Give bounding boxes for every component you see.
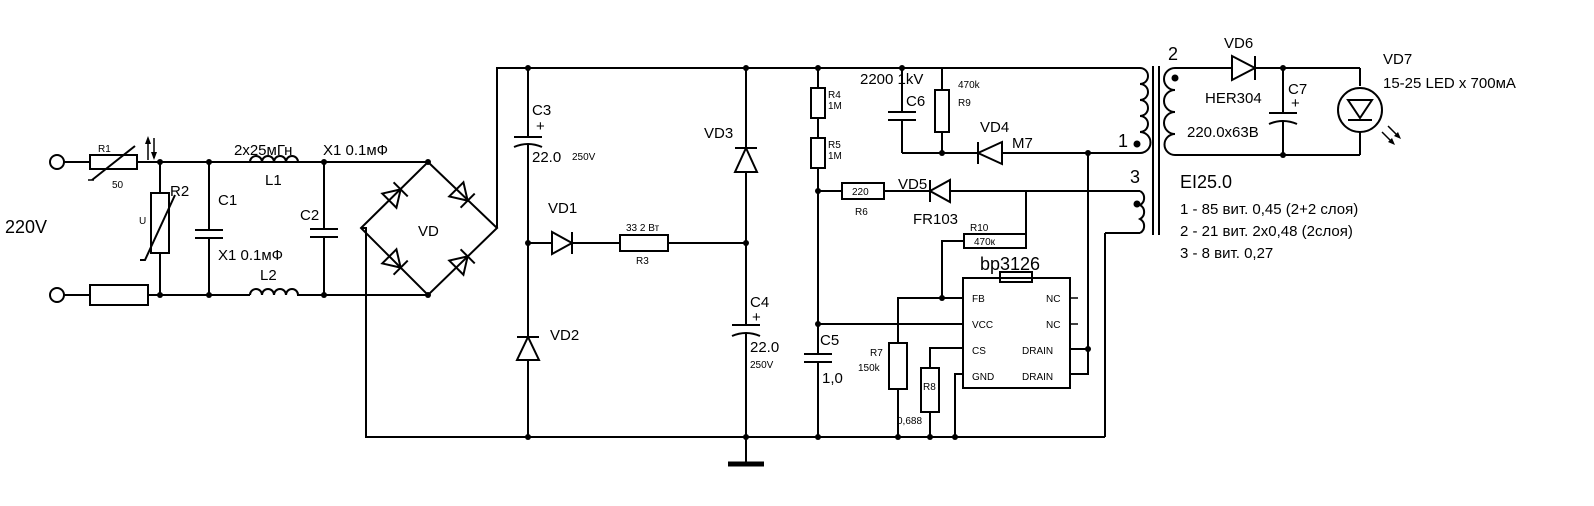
controller-section: R4 1M R5 1M C5 1,0 220 R6 VD5 FR103 R10 … xyxy=(804,65,1140,440)
inductor-l1: 2x25мГн L1 xyxy=(234,142,299,189)
input-terminal-bottom xyxy=(49,287,65,303)
bridge-ref: VD xyxy=(418,223,439,240)
c4-ref: C4 xyxy=(750,294,769,311)
vd4-ref: VD4 xyxy=(980,119,1009,136)
l1-ref: L1 xyxy=(265,172,282,189)
winding-3-label: 3 xyxy=(1130,167,1140,187)
r2-ref: R2 xyxy=(170,183,189,200)
inductor-l2: L2 xyxy=(249,267,299,296)
r1-ref: R1 xyxy=(98,144,111,155)
c4-plus: + xyxy=(752,309,761,326)
r10-value: 470к xyxy=(974,237,996,248)
vd1-ref: VD1 xyxy=(548,200,577,217)
c1-ref: C1 xyxy=(218,192,237,209)
transformer: 1 2 3 EI25.0 1 - 85 вит. 0,45 (2+2 слоя)… xyxy=(1104,44,1358,437)
ic-pin-drain2: DRAIN xyxy=(1022,372,1053,383)
thermistor-r1: R1 50 xyxy=(88,136,157,191)
bridge-rectifier-vd: VD xyxy=(359,67,1140,438)
c1-value: X1 0.1мФ xyxy=(218,247,283,264)
input-voltage-label: 220V xyxy=(5,217,47,237)
r5-value: 1M xyxy=(828,151,842,162)
capacitor-c2: C2 X1 0.1мФ xyxy=(300,142,388,295)
ic-name: bp3126 xyxy=(980,254,1040,274)
r6-value: 220 xyxy=(852,187,869,198)
ic-bp3126 xyxy=(962,277,1071,389)
c5-ref: C5 xyxy=(820,332,839,349)
ic-pin-nc2: NC xyxy=(1046,320,1060,331)
r4-value: 1M xyxy=(828,101,842,112)
r9-ref: R9 xyxy=(958,98,971,109)
winding-1-label: 1 xyxy=(1118,131,1128,151)
l2-ref: L2 xyxy=(260,267,277,284)
winding-spec-2: 2 - 21 вит. 2x0,48 (2слоя) xyxy=(1180,223,1353,240)
r8-value: 0,688 xyxy=(897,416,922,427)
r3-value: 33 2 Вт xyxy=(626,223,660,234)
vd5-part: FR103 xyxy=(913,211,958,228)
varistor-r2: R2 U xyxy=(139,162,189,295)
winding-2-label: 2 xyxy=(1168,44,1178,64)
c3-voltage: 250V xyxy=(572,152,596,163)
r7-ref: R7 xyxy=(870,348,883,359)
r9-value: 470k xyxy=(958,80,981,91)
c6-value: 2200 1kV xyxy=(860,71,923,88)
r2-symbol: U xyxy=(139,216,146,227)
winding-spec-1: 1 - 85 вит. 0,45 (2+2 слоя) xyxy=(1180,201,1358,218)
c7-value: 220.0x63В xyxy=(1187,124,1259,141)
ic-pin-gnd: GND xyxy=(972,372,994,383)
vd6-part: HER304 xyxy=(1205,90,1262,107)
valley-fill-section: C3 + 22.0 250V VD1 33 2 Вт R3 VD2 VD3 C4… xyxy=(513,65,779,467)
r10-ref: R10 xyxy=(970,223,989,234)
c3-value: 22.0 xyxy=(532,149,561,166)
c7-plus: + xyxy=(1291,95,1300,112)
c2-ref: C2 xyxy=(300,207,319,224)
c2-value: X1 0.1мФ xyxy=(323,142,388,159)
r1-value: 50 xyxy=(112,180,124,191)
c3-ref: C3 xyxy=(532,102,551,119)
ic-pin-nc1: NC xyxy=(1046,294,1060,305)
vd5-ref: VD5 xyxy=(898,176,927,193)
ic-pin-drain1: DRAIN xyxy=(1022,346,1053,357)
r4-ref: R4 xyxy=(828,90,841,101)
c7-ref: C7 xyxy=(1288,81,1307,98)
vd2-ref: VD2 xyxy=(550,327,579,344)
ic-pin-fb: FB xyxy=(972,294,985,305)
ic-pin-cs: CS xyxy=(972,346,986,357)
c4-value: 22.0 xyxy=(750,339,779,356)
c4-voltage: 250V xyxy=(750,360,774,371)
input-terminal-top xyxy=(49,154,65,170)
r6-ref: R6 xyxy=(855,207,868,218)
l1-value: 2x25мГн xyxy=(234,142,292,159)
c6-ref: C6 xyxy=(906,93,925,110)
output-section: VD6 HER304 C7 + 220.0x63В VD7 15-25 LED … xyxy=(1175,35,1516,158)
fuse xyxy=(89,284,149,306)
r8-ref: R8 xyxy=(923,382,936,393)
core-label: EI25.0 xyxy=(1180,172,1232,192)
ic-pin-vcc: VCC xyxy=(972,320,993,331)
r3-ref: R3 xyxy=(636,256,649,267)
vd3-ref: VD3 xyxy=(704,125,733,142)
c3-plus: + xyxy=(536,118,545,135)
vd7-ref: VD7 xyxy=(1383,51,1412,68)
capacitor-c1: C1 X1 0.1мФ xyxy=(195,162,283,295)
input-section: 220V R1 50 R2 U xyxy=(5,136,428,306)
winding-spec-3: 3 - 8 вит. 0,27 xyxy=(1180,245,1273,262)
c5-value: 1,0 xyxy=(822,370,843,387)
vd4-part: M7 xyxy=(1012,135,1033,152)
r5-ref: R5 xyxy=(828,140,841,151)
r7-value: 150k xyxy=(858,363,881,374)
vd6-ref: VD6 xyxy=(1224,35,1253,52)
vd7-desc: 15-25 LED x 700мА xyxy=(1383,75,1516,92)
